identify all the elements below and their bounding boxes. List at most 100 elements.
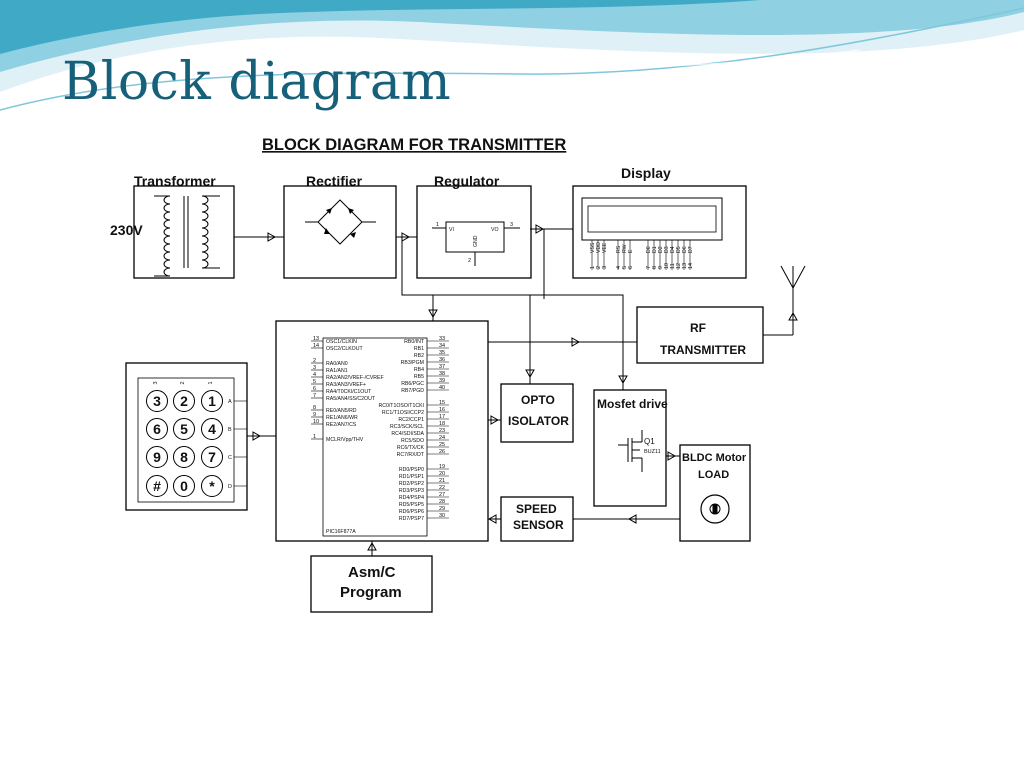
mcu-right-pin-name: RB3/PGM <box>401 360 424 366</box>
mcu-right-pin-name: RC2/CCP1 <box>398 417 424 423</box>
opto-label: OPTO <box>521 393 555 407</box>
regulator-pin-2: 2 <box>468 258 471 264</box>
mosfet-part: BUZ11 <box>644 449 661 455</box>
speed-label: SPEED <box>516 502 557 516</box>
lcd-pin-number: 1 <box>590 266 596 269</box>
mcu-left-pin-name: OSC2/CLKOUT <box>326 346 363 352</box>
lcd-pin-name: VSS <box>590 242 596 253</box>
transformer-secondary-coil <box>201 195 220 269</box>
mcu-left-pin-number: 5 <box>313 379 316 385</box>
supply-label: 230V <box>110 222 143 238</box>
regulator-label: Regulator <box>434 173 500 189</box>
sensor-label: SENSOR <box>513 518 564 532</box>
mcu-right-pin-name: RD3/PSP3 <box>399 488 424 494</box>
keypad-row-label: B <box>228 427 232 433</box>
keypad-key <box>146 446 168 468</box>
lcd-pin-number: 9 <box>658 266 664 269</box>
lcd-pin-number: 6 <box>628 266 634 269</box>
lcd-pin-name: D3 <box>664 246 670 253</box>
mcu-left-pin-name: RA0/AN0 <box>326 361 348 367</box>
mcu-right-pin-number: 25 <box>439 442 445 448</box>
lcd-pin-name: D0 <box>646 246 652 253</box>
mcu-right-pin-name: RC6/TX/CK <box>397 445 425 451</box>
mcu-right-pin-number: 19 <box>439 464 445 470</box>
rectifier-label: Rectifier <box>306 173 363 189</box>
mcu-right-pin-name: RB1 <box>414 346 424 352</box>
transformer-primary-coil <box>154 195 171 277</box>
display-label: Display <box>621 165 671 181</box>
regulator-pin-vi: VI <box>449 227 454 233</box>
mcu-right-pin-number: 16 <box>439 407 445 413</box>
mcu-right-pin-name: RD6/PSP6 <box>399 509 424 515</box>
header-swoosh-dark <box>0 0 760 54</box>
mcu-right-pin-name: RD2/PSP2 <box>399 481 424 487</box>
header-swoosh-mid <box>0 0 1024 72</box>
mcu-right-pin-number: 20 <box>439 471 445 477</box>
mcu-right-pin-name: RC1/T1OSI/CCP2 <box>382 410 424 416</box>
keypad-key <box>146 475 168 497</box>
keypad-col-label: 1 <box>208 381 214 384</box>
motor-icon <box>700 494 730 524</box>
keypad-key-label: 9 <box>153 449 161 465</box>
lcd-pin-name: VEE <box>602 242 608 253</box>
mcu-left-pin-name: RA4/T0CKI/C1OUT <box>326 389 372 395</box>
lcd-screen <box>587 205 717 233</box>
mosfet-label: Mosfet drive <box>597 397 668 411</box>
lcd-pin-number: 11 <box>670 263 676 269</box>
keypad-key <box>173 390 195 412</box>
keypad-key <box>173 446 195 468</box>
lcd-pin-name: D2 <box>658 246 664 253</box>
mcu-part-number: PIC16F877A <box>326 529 356 535</box>
mcu-right-pin-number: 21 <box>439 478 445 484</box>
mcu-left-pin-number: 4 <box>313 372 316 378</box>
mcu-left-pin-number: 9 <box>313 412 316 418</box>
mcu-chip <box>322 337 428 537</box>
mcu-right-pin-name: RB2 <box>414 353 424 359</box>
keypad-col-label: 2 <box>180 381 186 384</box>
lcd-pin-name: D4 <box>670 246 676 253</box>
keypad-row-label: A <box>228 399 232 405</box>
regulator-pin-3: 3 <box>510 222 513 228</box>
mcu-right-pin-name: RD1/PSP1 <box>399 474 424 480</box>
mcu-right-pin-number: 38 <box>439 371 445 377</box>
keypad-key <box>201 418 223 440</box>
display-block: VSS1VDD2VEE3RS4RW5E6D07D18D29D310D411D51… <box>572 185 747 279</box>
keypad-key-label: * <box>209 478 215 494</box>
bridge-rectifier-diamond <box>317 199 363 245</box>
regulator-pin-vo: VO <box>491 227 499 233</box>
keypad-key <box>201 390 223 412</box>
lcd-pin-number: 12 <box>676 263 682 269</box>
mcu-right-pin-number: 17 <box>439 414 445 420</box>
keypad-key-label: 7 <box>208 449 216 465</box>
keypad-key <box>201 475 223 497</box>
isolator-label: ISOLATOR <box>508 414 569 428</box>
keypad-key <box>201 446 223 468</box>
mcu-right-pin-number: 35 <box>439 350 445 356</box>
mcu-left-pin-name: RE2/AN7/CS <box>326 422 357 428</box>
mcu-left-pin-name: MCLR/Vpp/THV <box>326 437 364 443</box>
lcd-pin-name: VDD <box>596 242 602 253</box>
mcu-right-pin-number: 23 <box>439 428 445 434</box>
mcu-right-pin-name: RC5/SDO <box>401 438 424 444</box>
mcu-right-pin-number: 30 <box>439 513 445 519</box>
mcu-left-pin-name: OSC1/CLKIN <box>326 339 357 345</box>
mcu-left-pin-number: 13 <box>313 336 319 342</box>
keypad-key <box>146 390 168 412</box>
bldc-motor-label: BLDC Motor <box>682 452 747 464</box>
lcd-pin-name: D7 <box>688 246 694 253</box>
lcd-pin-number: 14 <box>688 263 694 269</box>
header-swoosh-line <box>0 7 1024 111</box>
lcd-pin-number: 13 <box>682 263 688 269</box>
opto-isolator-block: OPTO ISOLATOR <box>500 383 574 443</box>
mcu-right-pin-number: 37 <box>439 364 445 370</box>
transformer-label: Transformer <box>134 173 216 189</box>
mcu-right-pin-number: 26 <box>439 449 445 455</box>
lcd-bezel <box>581 197 723 241</box>
keypad-row-label: C <box>228 455 232 461</box>
mcu-left-pin-number: 14 <box>313 343 319 349</box>
mcu-right-pin-name: RD5/PSP5 <box>399 502 424 508</box>
mcu-right-pin-name: RB5 <box>414 374 424 380</box>
mcu-right-pin-name: RC3/SCK/SCL <box>390 424 424 430</box>
